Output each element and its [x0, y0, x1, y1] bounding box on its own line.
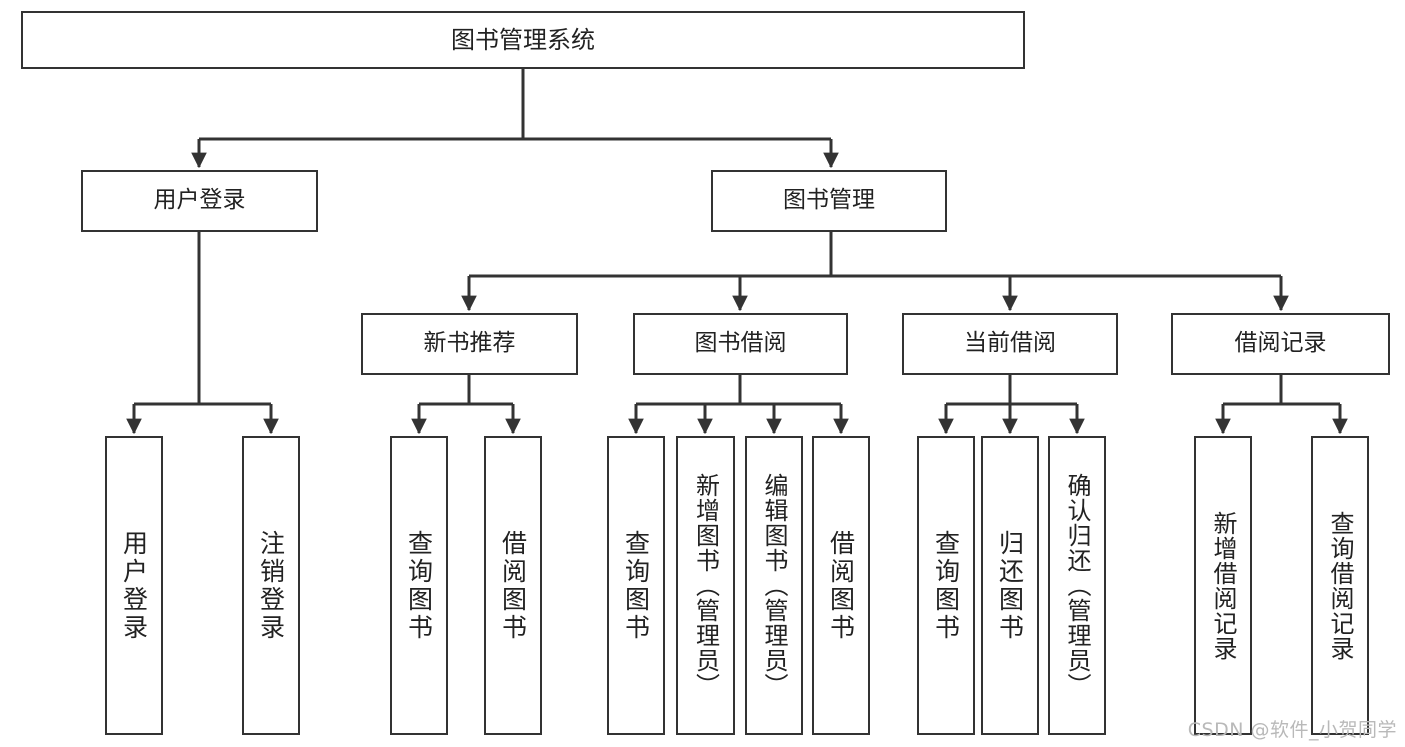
node-label: 查询图书 [404, 529, 434, 642]
leaf-borrow-record-add[interactable]: 新增借阅记录 [1194, 436, 1252, 735]
node-label: 用户登录 [119, 529, 149, 642]
leaf-user-login-login[interactable]: 用户登录 [105, 436, 163, 735]
node-new-book-recommend[interactable]: 新书推荐 [361, 313, 578, 375]
leaf-borrow-record-query[interactable]: 查询借阅记录 [1311, 436, 1369, 735]
node-label: 注销登录 [256, 529, 286, 642]
node-label: 图书管理系统 [451, 25, 595, 54]
node-label: 查询图书 [931, 529, 961, 642]
node-current-borrow[interactable]: 当前借阅 [902, 313, 1118, 375]
node-label: 新增借阅记录 [1209, 510, 1237, 661]
leaf-book-borrow-edit[interactable]: 编辑图书（管理员） [745, 436, 803, 735]
node-label: 新书推荐 [423, 330, 516, 357]
node-root-system[interactable]: 图书管理系统 [21, 11, 1025, 69]
leaf-current-borrow-return[interactable]: 归还图书 [981, 436, 1039, 735]
leaf-user-login-logout[interactable]: 注销登录 [242, 436, 300, 735]
node-label: 当前借阅 [964, 330, 1056, 357]
node-book-management[interactable]: 图书管理 [711, 170, 947, 232]
node-label: 新增图书（管理员） [691, 473, 720, 698]
node-label: 确认归还（管理员） [1063, 473, 1091, 698]
leaf-current-borrow-query[interactable]: 查询图书 [917, 436, 975, 735]
watermark-text: CSDN @软件_小贺同学 [1187, 719, 1397, 741]
node-label: 查询图书 [621, 529, 651, 642]
node-label: 借阅图书 [498, 529, 528, 642]
node-user-login[interactable]: 用户登录 [81, 170, 318, 232]
node-label: 编辑图书（管理员） [760, 473, 788, 698]
leaf-book-borrow-borrow[interactable]: 借阅图书 [812, 436, 870, 735]
leaf-book-borrow-query[interactable]: 查询图书 [607, 436, 665, 735]
node-borrow-record[interactable]: 借阅记录 [1171, 313, 1390, 375]
node-label: 借阅图书 [826, 529, 856, 642]
node-book-borrow[interactable]: 图书借阅 [633, 313, 848, 375]
leaf-new-book-borrow[interactable]: 借阅图书 [484, 436, 542, 735]
node-label: 图书管理 [783, 187, 875, 214]
node-label: 借阅记录 [1234, 330, 1327, 357]
node-label: 用户登录 [153, 187, 246, 214]
node-label: 查询借阅记录 [1326, 510, 1354, 661]
leaf-book-borrow-add[interactable]: 新增图书（管理员） [676, 436, 735, 735]
leaf-new-book-query[interactable]: 查询图书 [390, 436, 448, 735]
node-label: 归还图书 [995, 529, 1025, 642]
node-label: 图书借阅 [694, 330, 787, 357]
leaf-current-borrow-confirm-return[interactable]: 确认归还（管理员） [1048, 436, 1106, 735]
